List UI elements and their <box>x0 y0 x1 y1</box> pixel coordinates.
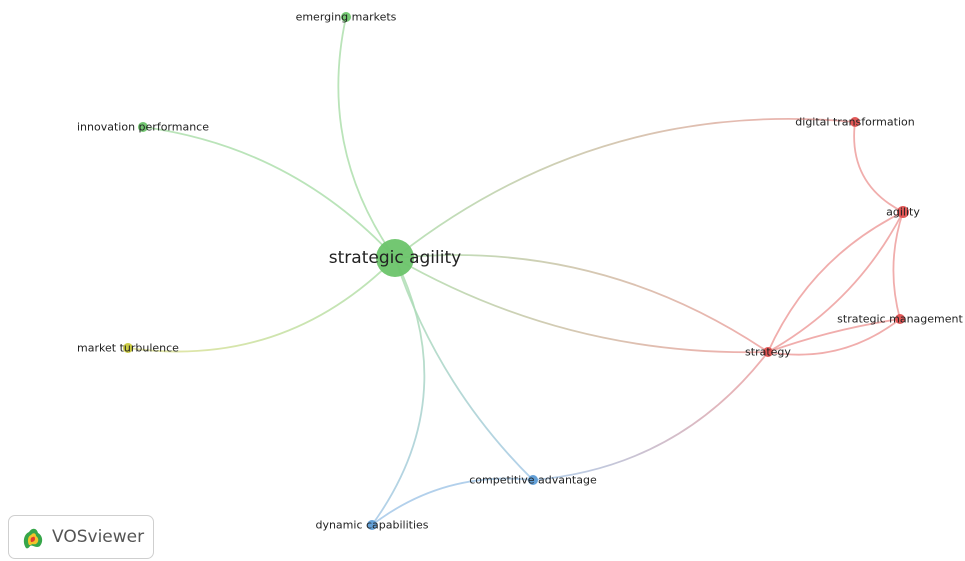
node-innovation-performance[interactable] <box>138 122 148 132</box>
edge-strategic-agility-to-emerging-markets <box>337 16 396 259</box>
edge-strategic-management-to-strategy <box>767 318 901 356</box>
edge-strategic-agility-to-competitive-advantage <box>394 257 534 481</box>
vosviewer-logo-icon <box>23 528 43 549</box>
edge-strategic-management-to-strategy <box>767 318 901 353</box>
node-label-innovation-performance: innovation performance <box>77 121 209 134</box>
node-label-agility: agility <box>886 206 920 219</box>
node-label-strategic-management: strategic management <box>837 313 963 326</box>
edge-strategic-agility-to-market-turbulence <box>127 257 396 353</box>
node-label-dynamic-capabilities: dynamic capabilities <box>315 519 428 532</box>
edge-strategic-agility-to-dynamic-capabilities <box>371 257 426 526</box>
node-strategic-management[interactable] <box>895 314 905 324</box>
edge-strategic-agility-to-strategy <box>394 254 769 353</box>
node-market-turbulence[interactable] <box>123 343 133 353</box>
logo-text: VOSviewer <box>52 527 145 547</box>
edge-layer <box>127 16 904 526</box>
node-label-digital-transformation: digital transformation <box>795 116 914 129</box>
edge-digital-transformation-to-agility <box>853 121 904 213</box>
node-competitive-advantage[interactable] <box>528 475 538 485</box>
vosviewer-logo: VOSviewer <box>8 515 154 559</box>
node-dynamic-capabilities[interactable] <box>367 520 377 530</box>
edge-strategic-agility-to-innovation-performance <box>142 126 396 259</box>
node-layer <box>123 12 909 530</box>
edge-agility-to-strategy <box>767 211 904 353</box>
node-agility[interactable] <box>897 206 909 218</box>
edge-competitive-advantage-to-dynamic-capabilities <box>371 477 534 526</box>
node-strategic-agility[interactable] <box>376 239 414 277</box>
node-label-strategic-agility: strategic agility <box>329 248 461 268</box>
node-label-emerging-markets: emerging markets <box>296 11 397 24</box>
edge-agility-to-strategy <box>767 211 904 353</box>
label-layer: strategic agility emerging markets innovat… <box>77 11 964 532</box>
node-strategy[interactable] <box>763 347 773 357</box>
edge-agility-to-strategic-management <box>892 211 904 320</box>
edge-strategy-to-competitive-advantage <box>532 351 769 481</box>
edge-strategic-agility-to-strategy <box>394 257 769 354</box>
node-label-strategy: strategy <box>745 346 791 359</box>
node-label-market-turbulence: market turbulence <box>77 342 179 355</box>
edge-strategic-agility-to-digital-transformation <box>394 117 856 259</box>
node-label-competitive-advantage: competitive advantage <box>469 474 597 487</box>
node-emerging-markets[interactable] <box>341 12 351 22</box>
node-digital-transformation[interactable] <box>850 117 860 127</box>
